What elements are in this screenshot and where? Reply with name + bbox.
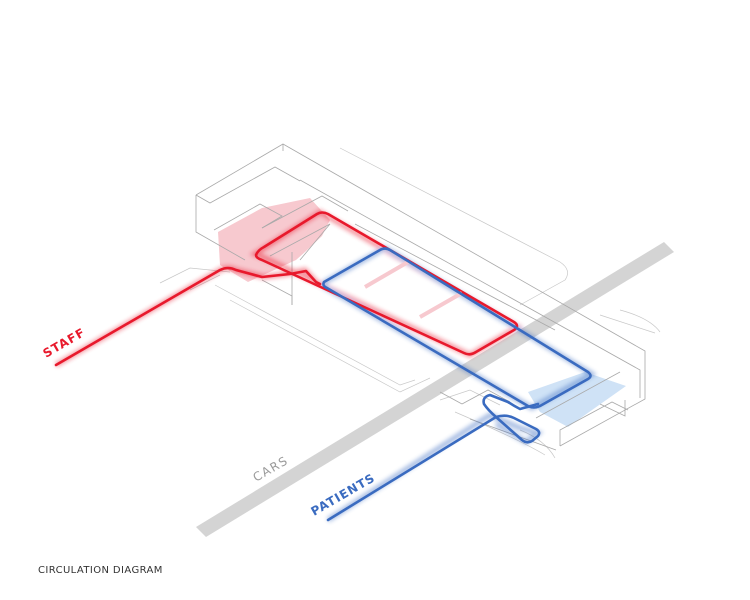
staff-label: STAFF	[41, 325, 88, 360]
building-outline	[195, 143, 646, 451]
patient-zone	[528, 372, 626, 427]
cars-road	[196, 242, 674, 537]
route-glow	[54, 209, 597, 523]
diagram-caption: CIRCULATION DIAGRAM	[38, 565, 163, 576]
patients-route	[322, 247, 592, 522]
staff-route	[54, 211, 519, 367]
site-context-lines	[159, 147, 661, 459]
